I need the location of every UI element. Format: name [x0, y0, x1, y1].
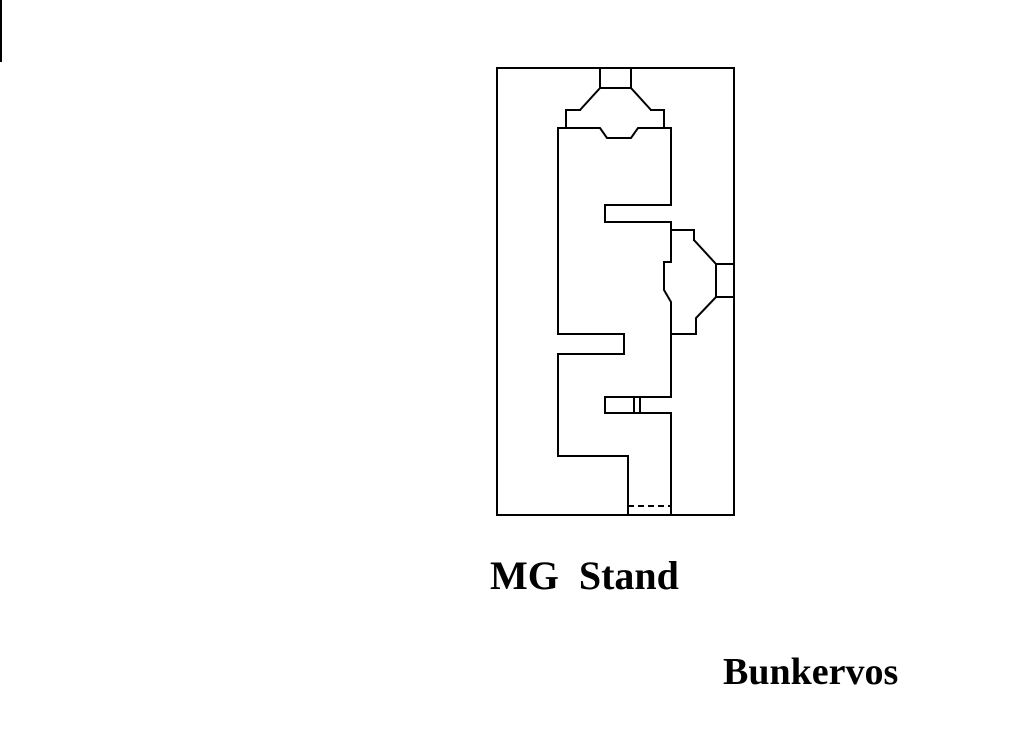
top-embrasure: [565, 67, 665, 129]
interior-outline: [557, 127, 695, 514]
right-embrasure: [663, 229, 735, 335]
author-signature: Bunkervos: [723, 651, 899, 693]
edge-marker-line: [0, 0, 2, 62]
lower-corridor: [604, 333, 672, 514]
outer-boundary: [496, 67, 735, 516]
diagram-title: MG Stand: [490, 553, 679, 598]
